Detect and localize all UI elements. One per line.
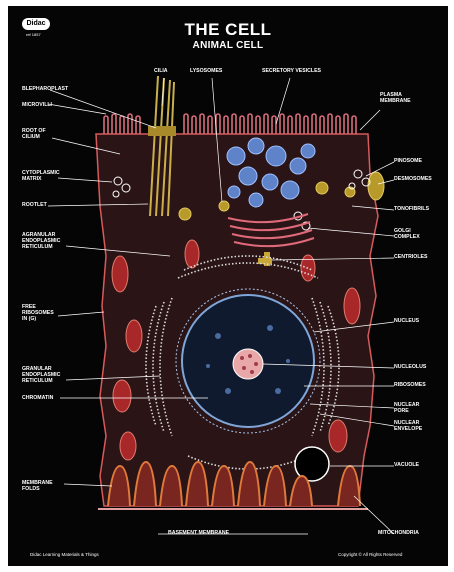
label-microvilli: MICROVILLI <box>22 102 52 108</box>
footer-copyright: Copyright © All Rights Reserved <box>338 552 402 557</box>
label-centrioles: CENTRIOLES <box>394 254 427 260</box>
label-cilia: CILIA <box>154 68 168 74</box>
label-lysosomes: LYSOSOMES <box>190 68 222 74</box>
nucleolus <box>233 349 263 379</box>
label-pinosome: PINOSOME <box>394 158 422 164</box>
label-free-ribosomes: FREE RIBOSOMES IN (G) <box>22 304 54 322</box>
label-rootlet: ROOTLET <box>22 202 47 208</box>
label-granular-er: GRANULAR ENDOPLASMIC RETICULUM <box>22 366 60 384</box>
label-root-of-cilium: ROOT OF CILIUM <box>22 128 46 140</box>
label-mitochondria: MITOCHONDRIA <box>378 530 419 536</box>
label-blepharoplast: BLEPHAROPLAST <box>22 86 68 92</box>
label-vacuole: VACUOLE <box>394 462 419 468</box>
label-agranular-er: AGRANULAR ENDOPLASMIC RETICULUM <box>22 232 60 250</box>
label-nucleolus: NUCLEOLUS <box>394 364 426 370</box>
label-nuclear-pore: NUCLEAR PORE <box>394 402 419 414</box>
label-cytoplasmic-matrix: CYTOPLASMIC MATRIX <box>22 170 60 182</box>
label-nuclear-envelope: NUCLEAR ENVELOPE <box>394 420 422 432</box>
label-golgi-complex: GOLGI COMPLEX <box>394 228 420 240</box>
label-desmosomes: DESMOSOMES <box>394 176 432 182</box>
cell-illustration <box>8 6 448 566</box>
label-basement-membrane: BASEMENT MEMBRANE <box>168 530 229 536</box>
label-membrane-folds: MEMBRANE FOLDS <box>22 480 53 492</box>
poster-subtitle: ANIMAL CELL <box>8 40 448 51</box>
label-plasma-membrane: PLASMA MEMBRANE <box>380 92 411 104</box>
label-ribosomes: RIBOSOMES <box>394 382 426 388</box>
label-nucleus: NUCLEUS <box>394 318 419 324</box>
poster-title: THE CELL <box>8 20 448 40</box>
blepharoplast <box>148 126 176 136</box>
label-tonofibrils: TONOFIBRILS <box>394 206 429 212</box>
footer-brand: Didac Learning Materials & Things <box>30 552 99 557</box>
cell-poster: Didac ref 1857 THE CELL ANIMAL CELL CILI… <box>8 6 448 566</box>
label-secretory-vesicles: SECRETORY VESICLES <box>262 68 321 74</box>
microvilli <box>104 114 356 134</box>
label-chromatin: CHROMATIN <box>22 395 53 401</box>
